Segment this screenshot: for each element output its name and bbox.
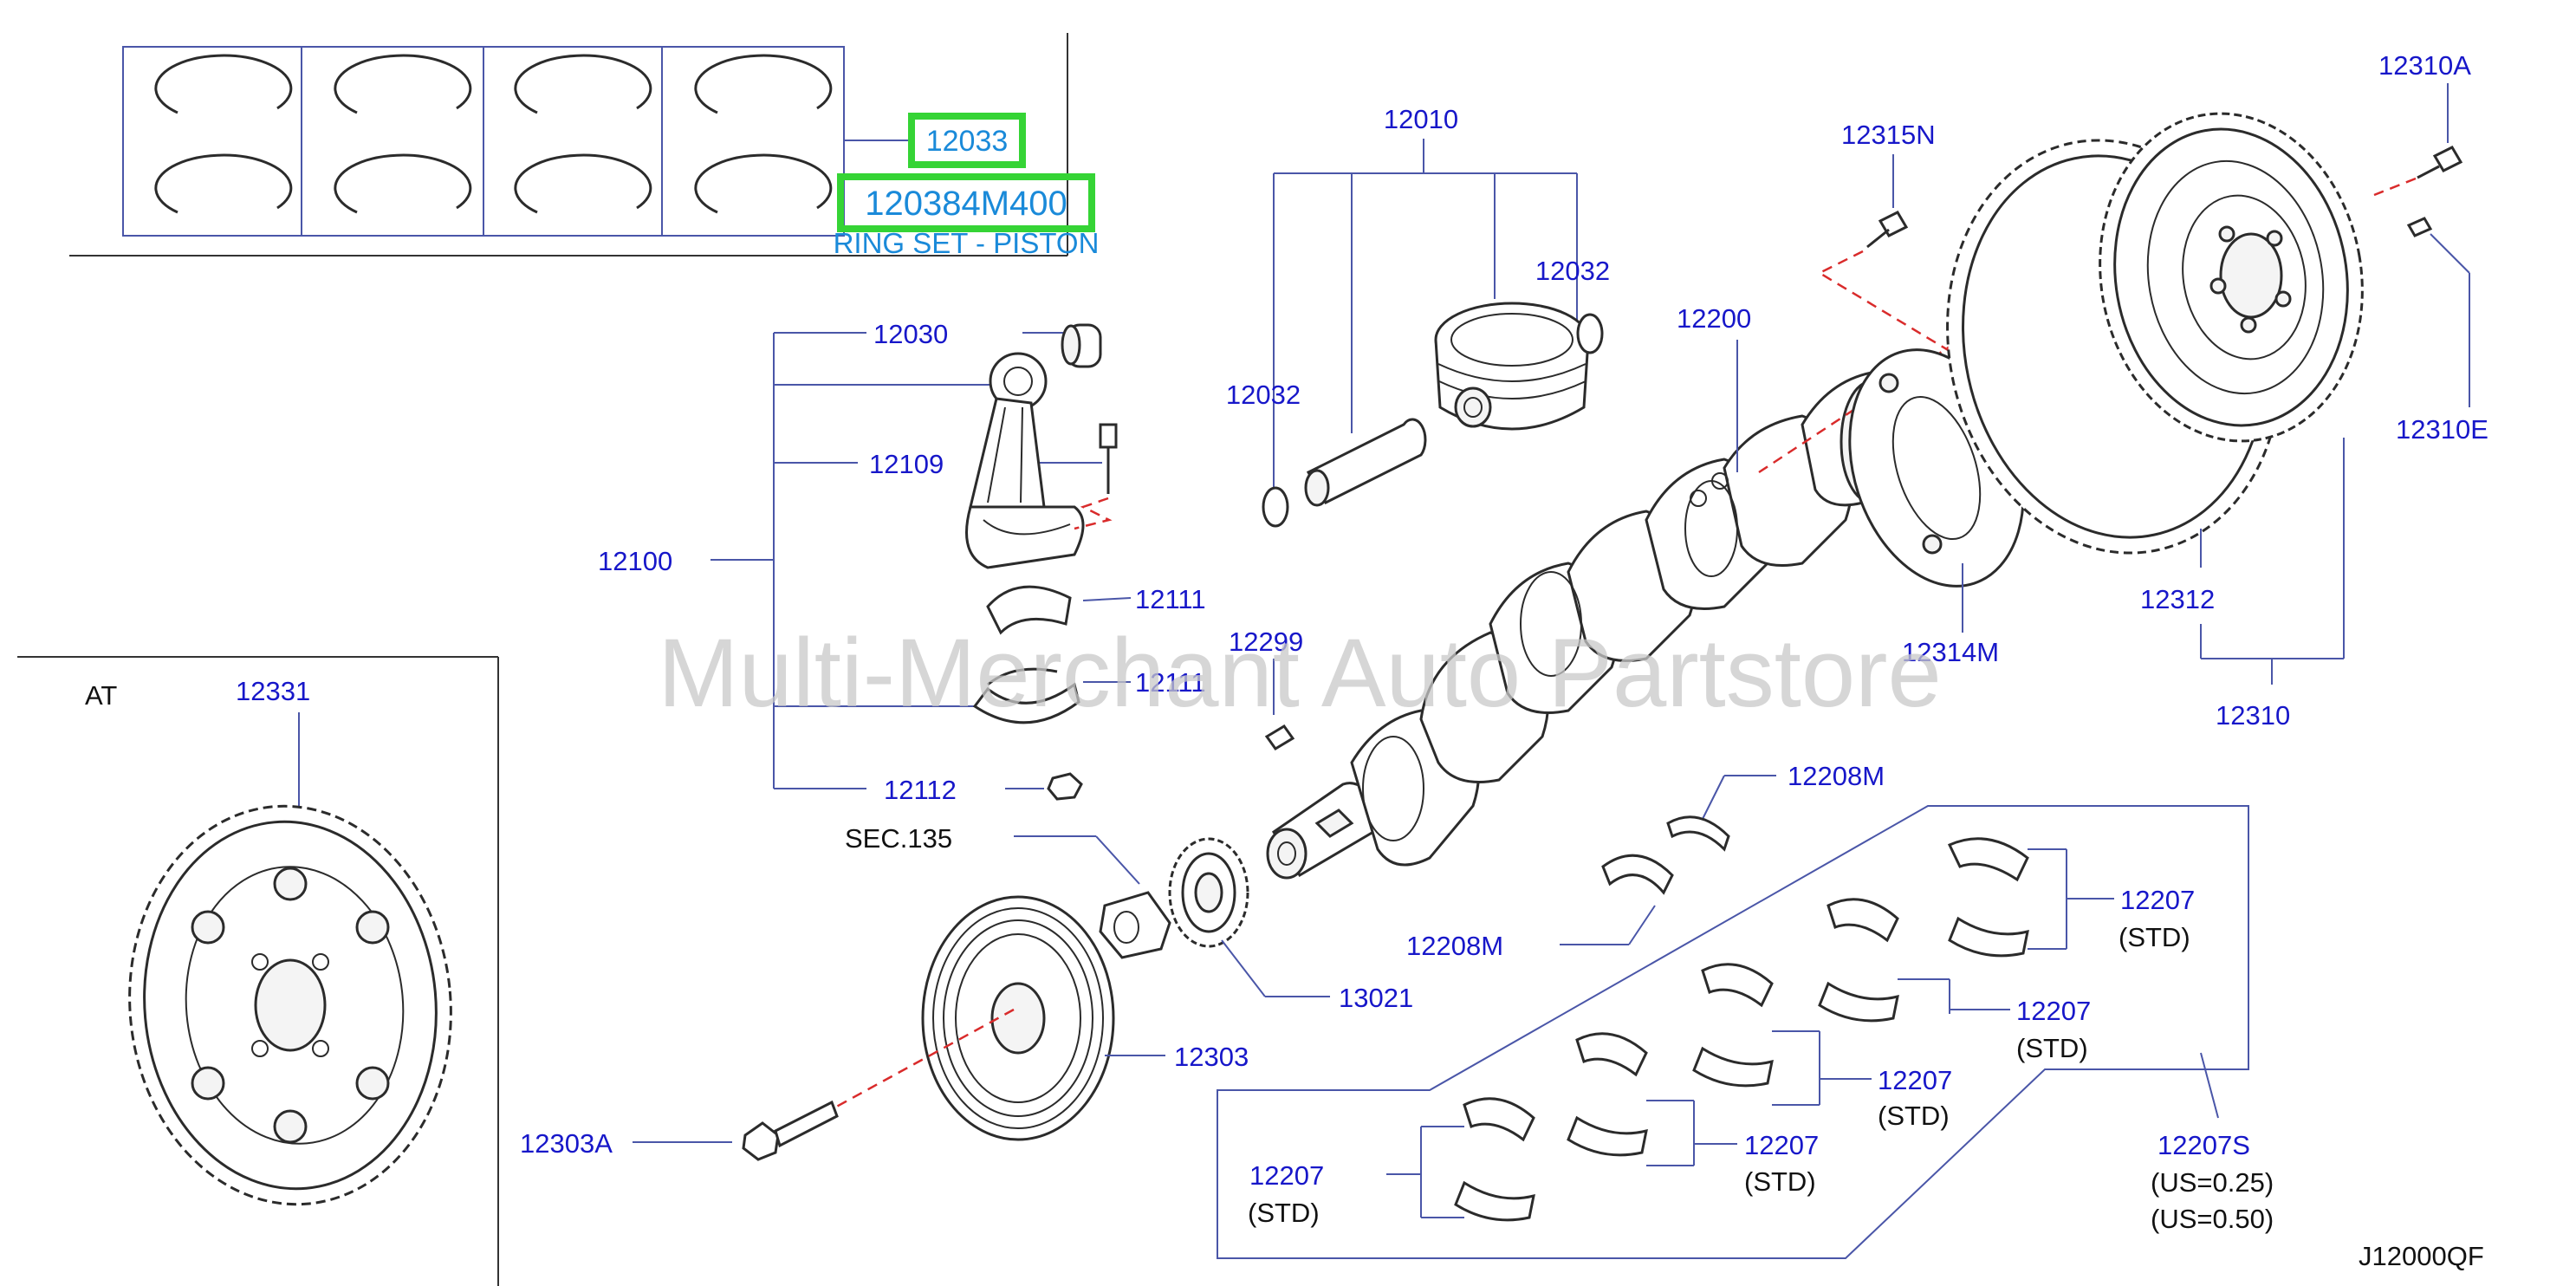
highlighted-part-numbers: 12033 120384M400 RING SET - PISTON: [834, 113, 1100, 259]
flywheel-bolt-dashline: [2373, 177, 2417, 197]
std-note-row1: (STD): [2119, 922, 2190, 952]
crank-pulley-12303: [921, 895, 1115, 1141]
connecting-rod: [965, 352, 1085, 569]
part-label-12315N[interactable]: 12315N: [1841, 120, 1936, 150]
part-label-12030[interactable]: 12030: [873, 319, 948, 349]
bolt-dashline: [1817, 250, 1950, 353]
part-label-12010[interactable]: 12010: [1384, 104, 1458, 134]
part-label-12109[interactable]: 12109: [869, 449, 944, 479]
small-end-bushing: [1061, 323, 1102, 368]
piston-leaders: [1273, 139, 1578, 490]
part-label-12303[interactable]: 12303: [1174, 1042, 1249, 1072]
conrod-bolt: [1074, 423, 1118, 530]
std-note-row5: (STD): [1248, 1198, 1320, 1228]
part-number-12033[interactable]: 12033: [926, 125, 1009, 158]
part-number-120384M400[interactable]: 120384M400: [865, 185, 1067, 223]
ring-2a: [334, 54, 472, 114]
thrust-washer-lower: [1601, 854, 1674, 895]
piston-ring-set-panel: [69, 33, 1068, 257]
piston-pin-clips: [1262, 313, 1604, 528]
part-label-12207-row1[interactable]: 12207: [2120, 885, 2195, 915]
ring-3b: [514, 153, 652, 214]
part-label-12200[interactable]: 12200: [1677, 303, 1751, 334]
part-label-12100[interactable]: 12100: [598, 546, 672, 576]
part-label-12207-row2[interactable]: 12207: [2016, 996, 2091, 1026]
flywheel-bolt-12315N: [1866, 211, 1909, 249]
part-label-12032-right[interactable]: 12032: [1535, 256, 1610, 286]
ring-4a: [694, 54, 833, 114]
undersize-note-025: (US=0.25): [2151, 1167, 2274, 1198]
piston: [1434, 302, 1590, 431]
section-reference-label: SEC.135: [845, 823, 952, 854]
drive-plate: [128, 804, 452, 1206]
drawing-code: J12000QF: [2359, 1241, 2484, 1271]
highlight-box-12033: [908, 113, 1026, 168]
main-bearing-shells: [1454, 837, 2029, 1222]
part-label-12112[interactable]: 12112: [884, 775, 957, 805]
piston-rings: [154, 54, 833, 214]
std-note-row4: (STD): [1744, 1166, 1816, 1197]
part-label-12303A[interactable]: 12303A: [520, 1128, 613, 1159]
ring-set-caption: RING SET - PISTON: [834, 227, 1100, 259]
watermark-text: Multi-Merchant Auto Partstore: [658, 619, 1941, 727]
part-label-12207S[interactable]: 12207S: [2157, 1130, 2250, 1160]
ring-3a: [514, 54, 652, 114]
at-section-label: AT: [85, 680, 117, 711]
highlight-box-120384M400: [837, 173, 1095, 232]
std-note-row3: (STD): [1878, 1101, 1950, 1131]
crankshaft-key: [1264, 724, 1295, 750]
part-label-12207-row3[interactable]: 12207: [1878, 1065, 1952, 1095]
part-label-12314M[interactable]: 12314M: [1902, 637, 1999, 667]
part-label-12310[interactable]: 12310: [2216, 700, 2290, 731]
at-panel: [17, 656, 499, 1286]
part-label-12207-row4[interactable]: 12207: [1744, 1130, 1819, 1160]
thrust-washer-upper: [1666, 815, 1730, 852]
part-label-12032-left[interactable]: 12032: [1226, 380, 1301, 410]
flywheel: [2099, 112, 2364, 443]
conrod-bearing-lower: [972, 667, 1080, 724]
piston-pin: [1304, 418, 1427, 507]
conrod-leaders: [711, 332, 1132, 789]
part-label-12312[interactable]: 12312: [2140, 584, 2215, 614]
crank-sprocket-nut: [1099, 891, 1171, 959]
undersize-note-050: (US=0.50): [2151, 1204, 2274, 1234]
ring-2b: [334, 153, 472, 214]
part-label-12299[interactable]: 12299: [1229, 627, 1303, 657]
ring-1b: [154, 153, 293, 214]
part-label-12208M-top[interactable]: 12208M: [1788, 761, 1885, 791]
crank-sprocket-13021: [1168, 837, 1249, 948]
main-bearing-leaders: [1386, 848, 2219, 1218]
ring-1a: [154, 54, 293, 114]
ring-4b: [694, 153, 833, 214]
part-label-12208M-bottom[interactable]: 12208M: [1406, 931, 1503, 961]
part-label-12207-row5[interactable]: 12207: [1249, 1160, 1324, 1191]
std-note-row2: (STD): [2016, 1033, 2088, 1063]
main-bearing-outline: [1217, 805, 2249, 1259]
pulley-bolt-12303A: [742, 1100, 839, 1161]
conrod-bearing-upper: [986, 585, 1072, 635]
flywheel-bolt-12310A: [2417, 146, 2463, 179]
part-label-12310A[interactable]: 12310A: [2378, 50, 2471, 81]
dowel-pin-12310E: [2406, 217, 2433, 237]
part-label-12111-top[interactable]: 12111: [1135, 584, 1206, 614]
part-label-12331[interactable]: 12331: [236, 676, 310, 706]
conrod-nut: [1047, 772, 1083, 801]
part-label-13021[interactable]: 13021: [1339, 983, 1413, 1013]
part-label-12111-bottom[interactable]: 12111: [1135, 667, 1206, 698]
part-label-12310E[interactable]: 12310E: [2396, 414, 2488, 445]
